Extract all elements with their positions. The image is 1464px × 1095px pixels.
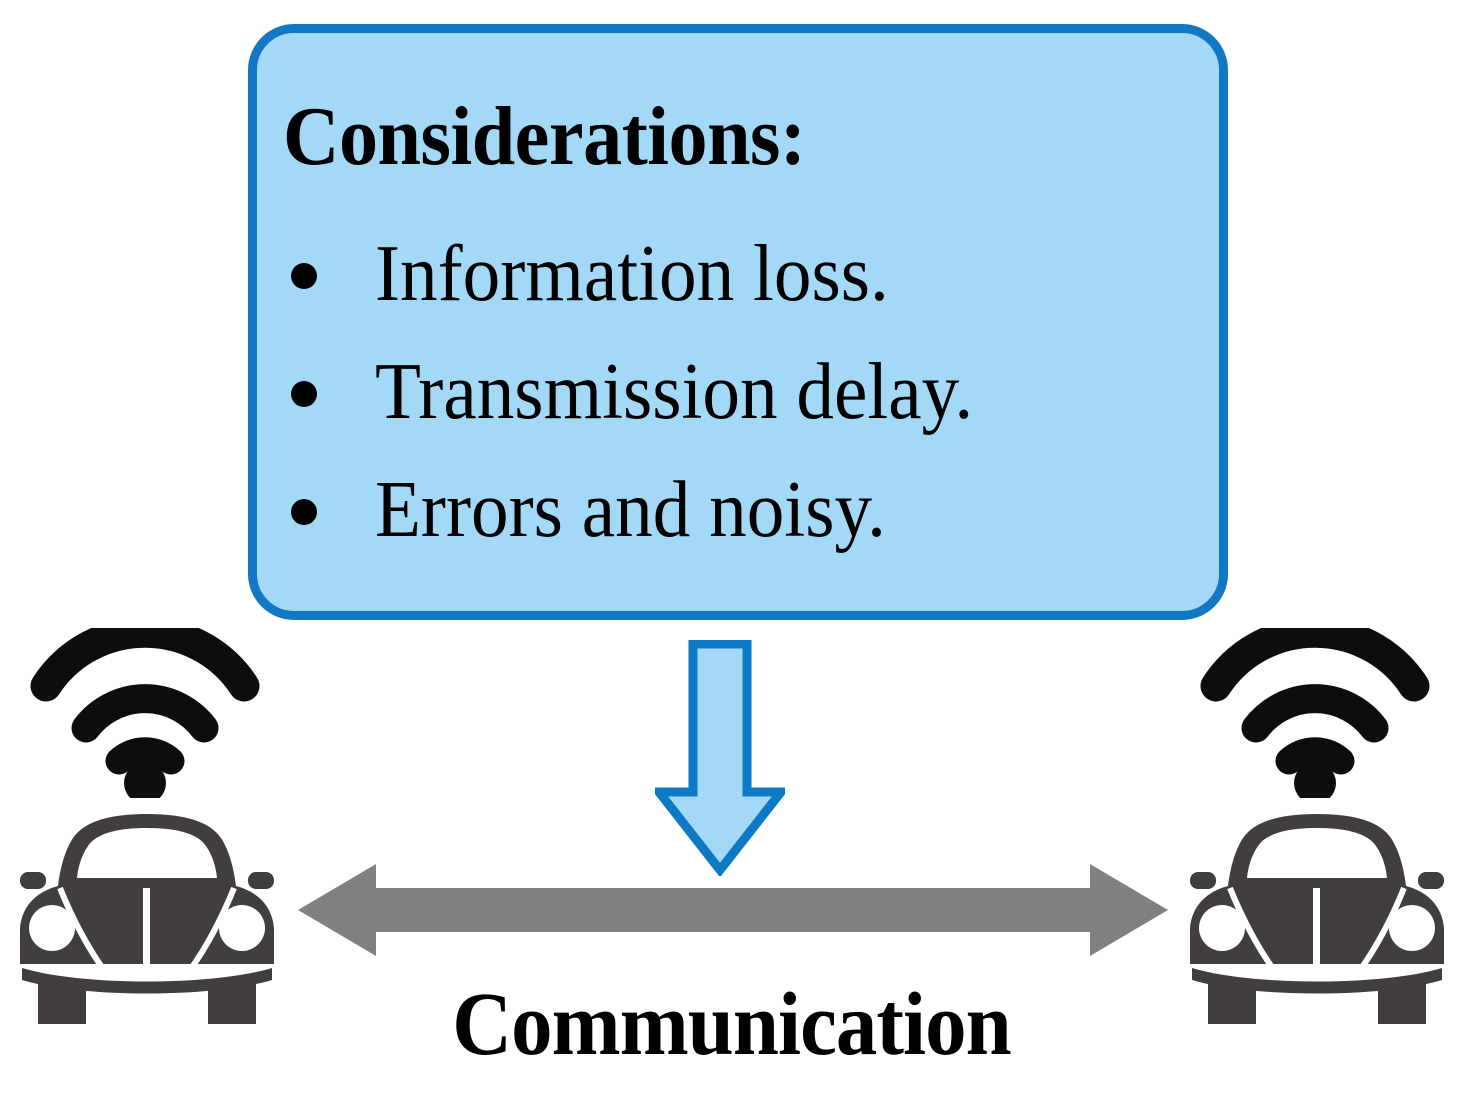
wifi-icon [1200,628,1430,798]
communication-arrow-icon [298,864,1168,956]
list-item: Information loss. [283,215,1213,333]
bullet-icon [291,381,317,407]
list-item: Errors and noisy. [283,451,1213,569]
down-arrow-icon [655,640,785,876]
considerations-panel: Considerations: Information loss. Transm… [248,24,1228,620]
considerations-list: Information loss. Transmission delay. Er… [283,215,1213,569]
list-item-label: Errors and noisy. [375,466,886,554]
wifi-icon [30,628,260,798]
vehicle-node-right [1182,628,1452,1028]
list-item: Transmission delay. [283,333,1213,451]
car-icon [20,814,274,1024]
communication-caption-label: Communication [452,975,1012,1074]
communication-caption: Communication [0,980,1464,1070]
car-icon [1190,814,1444,1024]
bullet-icon [291,263,317,289]
list-item-label: Transmission delay. [375,348,974,436]
considerations-title: Considerations: [283,90,806,183]
list-item-label: Information loss. [375,230,889,318]
bullet-icon [291,499,317,525]
vehicle-node-left [12,628,282,1028]
